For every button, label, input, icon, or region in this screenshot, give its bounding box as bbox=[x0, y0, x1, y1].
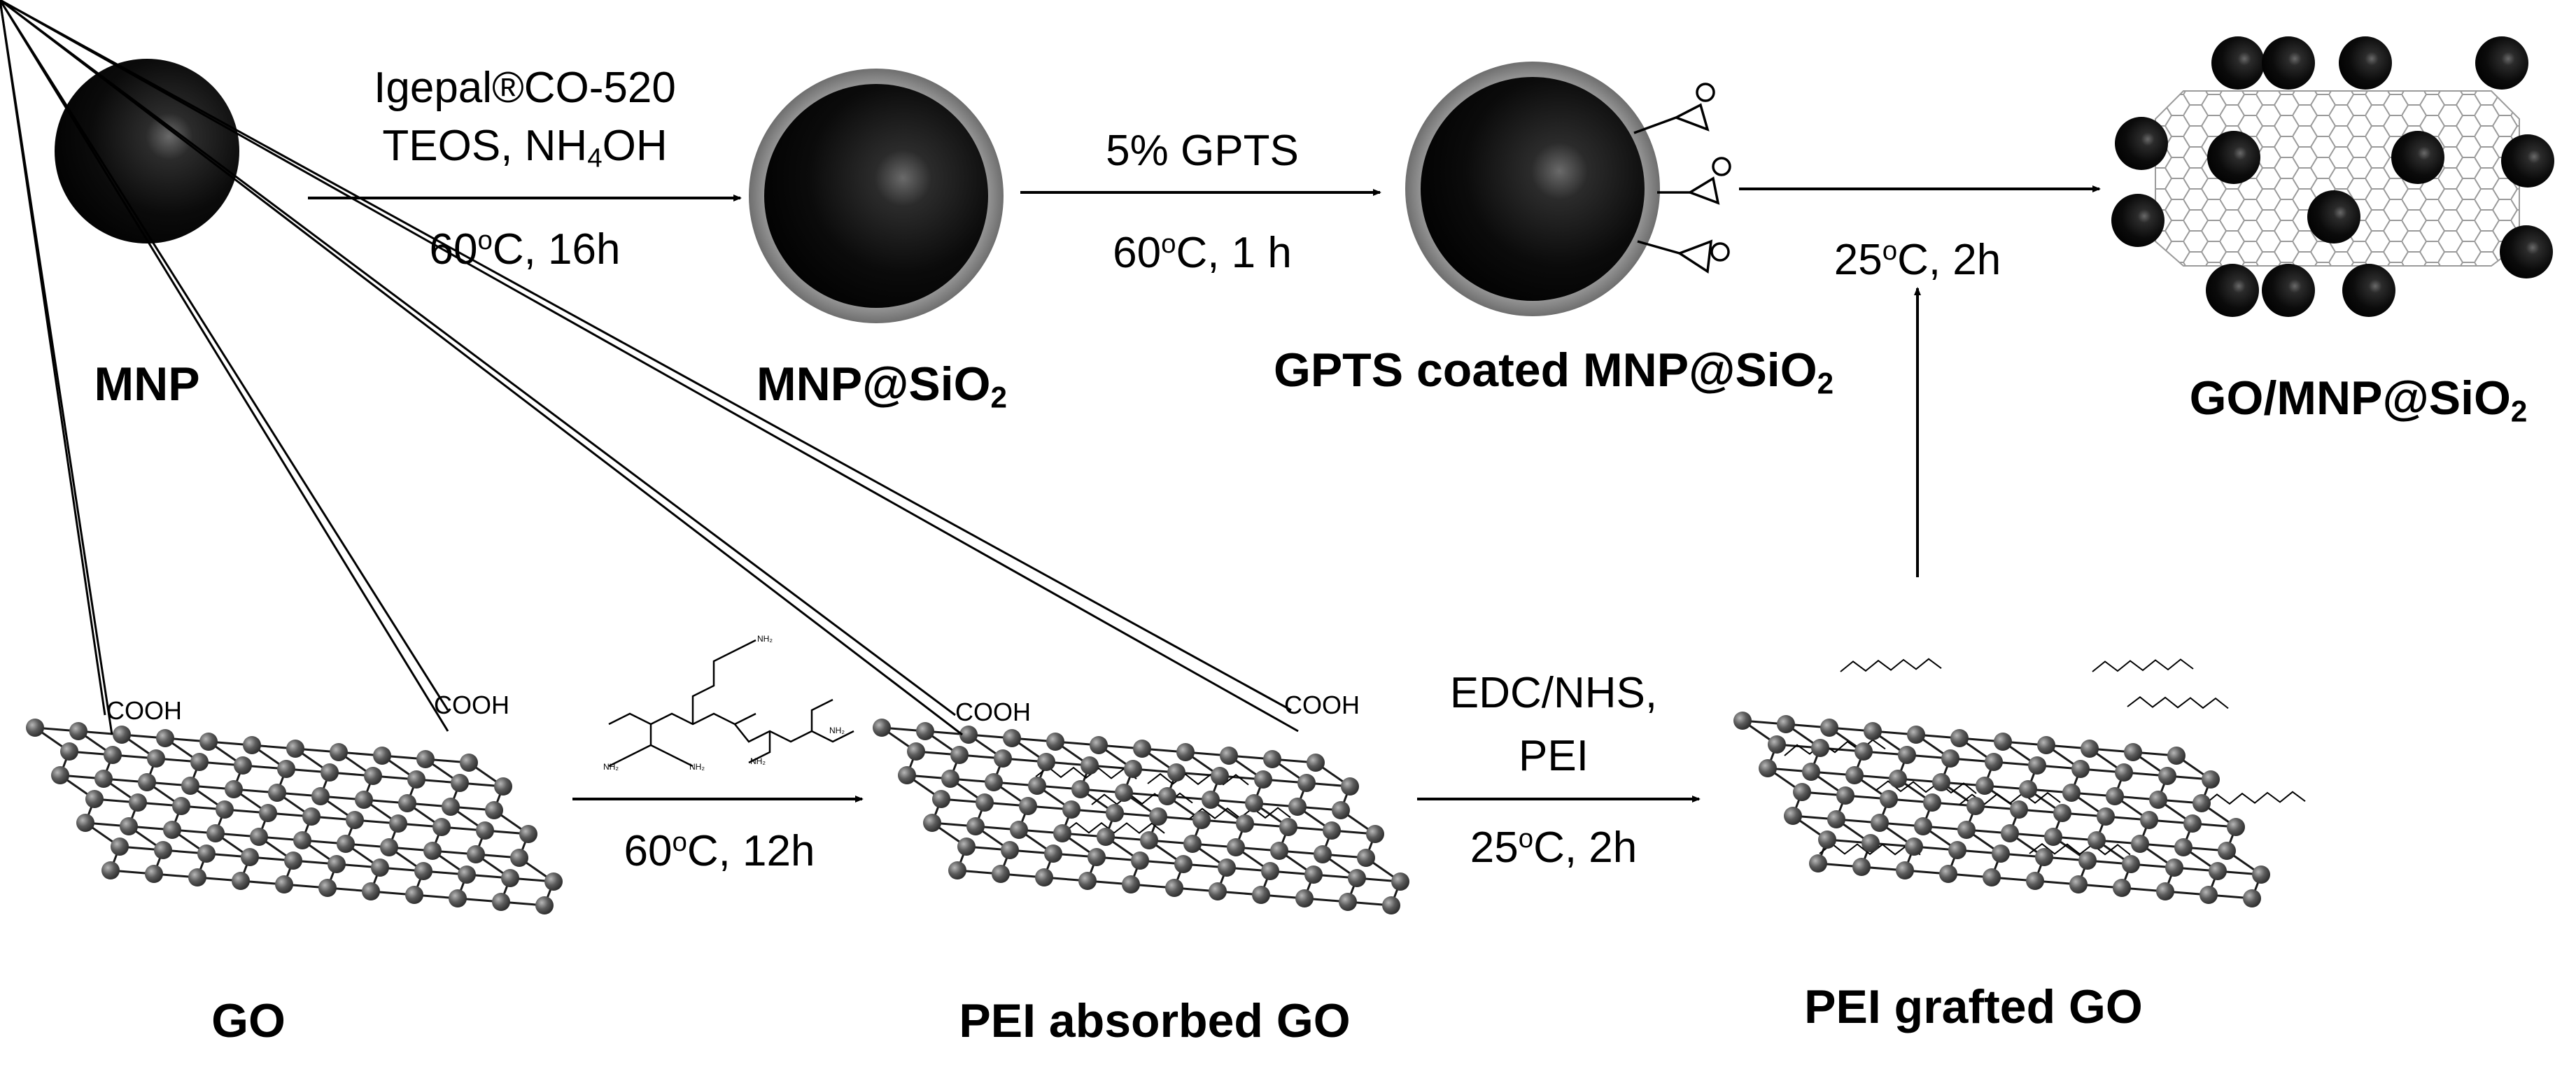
composite-sphere-3 bbox=[2339, 36, 2392, 90]
mnp-sio2-particle bbox=[749, 69, 1004, 323]
composite-sphere-13 bbox=[2262, 264, 2315, 317]
svg-text:NH₂: NH₂ bbox=[689, 762, 705, 772]
step5-conditions: 25oC, 2h bbox=[1470, 824, 1638, 872]
sheet-atoms bbox=[1733, 712, 2270, 907]
composite-sphere-12 bbox=[2206, 264, 2259, 317]
pei-absorbed-cooh-left: COOH bbox=[955, 698, 1031, 726]
pei-absorbed-go-sheet bbox=[0, 0, 1409, 914]
step1-reagent-line2: TEOS, NH4OH bbox=[382, 122, 668, 174]
sheet-atoms bbox=[873, 719, 1409, 914]
pei-structure bbox=[608, 639, 854, 768]
composite-sphere-1 bbox=[2211, 36, 2265, 90]
go-cooh-left: COOH bbox=[106, 696, 182, 725]
composite-sphere-14 bbox=[2342, 264, 2395, 317]
go-label: GO bbox=[211, 994, 286, 1047]
composite-sphere-10 bbox=[2307, 190, 2360, 243]
mnp-sio2-label: MNP@SiO2 bbox=[756, 358, 1007, 414]
pei-absorbed-cooh-right: COOH bbox=[1284, 691, 1360, 719]
mnp-particle bbox=[55, 59, 239, 243]
step2-reagent: 5% GPTS bbox=[1106, 127, 1299, 175]
epoxide-group-2 bbox=[1657, 157, 1731, 205]
step3-conditions: 25oC, 2h bbox=[1834, 236, 2001, 285]
go-sheet bbox=[0, 0, 563, 914]
pei-amine-labels: NH₂ NH₂ NH₂ NH₂ NH₂ bbox=[603, 634, 845, 772]
epoxide-group-3 bbox=[1637, 239, 1730, 274]
go-cooh-right: COOH bbox=[434, 691, 509, 719]
svg-text:NH₂: NH₂ bbox=[750, 756, 766, 766]
step1-reagent-line1: Igepal®CO-520 bbox=[374, 64, 676, 112]
go-mnp-sio2-composite bbox=[2111, 36, 2554, 317]
epoxide-group-1 bbox=[1633, 83, 1715, 134]
step2-conditions: 60oC, 1 h bbox=[1113, 229, 1292, 278]
composite-sphere-2 bbox=[2262, 36, 2315, 90]
composite-sphere-9 bbox=[2111, 194, 2165, 247]
product-label: GO/MNP@SiO2 bbox=[2189, 372, 2528, 428]
pei-grafted-label: PEI grafted GO bbox=[1804, 980, 2143, 1033]
svg-text:NH₂: NH₂ bbox=[603, 762, 619, 772]
sheet-atoms bbox=[26, 719, 563, 914]
composite-sphere-4 bbox=[2475, 36, 2528, 90]
composite-sphere-11 bbox=[2500, 225, 2553, 278]
pei-absorbed-label: PEI absorbed GO bbox=[959, 994, 1351, 1047]
step4-conditions: 60oC, 12h bbox=[624, 827, 815, 876]
pei-grafted-go-sheet bbox=[1733, 658, 2306, 907]
composite-sphere-8 bbox=[2501, 134, 2554, 188]
mnp-label: MNP bbox=[94, 358, 200, 411]
step1-conditions: 60oC, 16h bbox=[429, 225, 621, 274]
composite-sphere-6 bbox=[2207, 131, 2260, 184]
svg-text:NH₂: NH₂ bbox=[757, 634, 773, 644]
gpts-coated-particle bbox=[1405, 62, 1731, 316]
step5-reagent-line2: PEI bbox=[1519, 732, 1589, 780]
svg-text:NH₂: NH₂ bbox=[829, 726, 845, 735]
step5-reagent-line1: EDC/NHS, bbox=[1449, 669, 1658, 717]
composite-sphere-5 bbox=[2115, 117, 2168, 170]
composite-sphere-7 bbox=[2391, 131, 2444, 184]
gpts-coated-label: GPTS coated MNP@SiO2 bbox=[1273, 344, 1834, 400]
